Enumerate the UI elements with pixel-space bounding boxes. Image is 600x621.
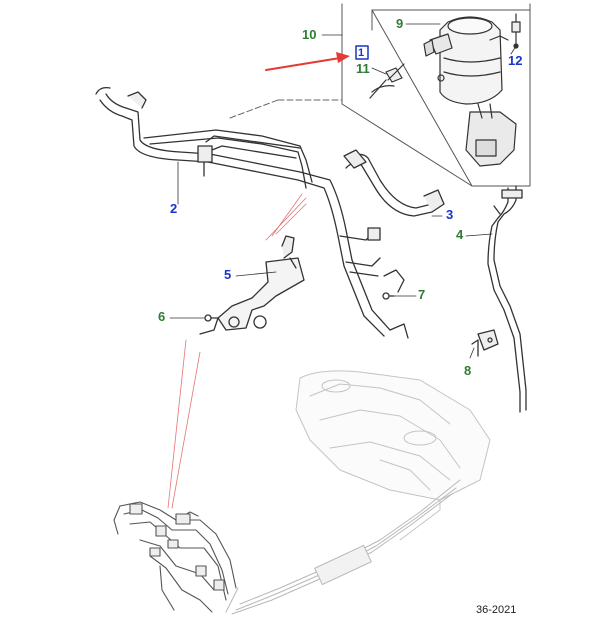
figure-code: 36-2021 [476,604,517,616]
callout-9[interactable]: 9 [396,16,404,31]
part-1-highlight-box [355,45,369,60]
front-line-assembly [113,501,237,613]
callout-10[interactable]: 10 [302,27,317,42]
pointer-arrow [265,52,350,71]
fastener-part-7 [382,292,395,300]
underbody-lines [225,479,461,615]
pipe-part-4 [487,185,527,413]
callout-5[interactable]: 5 [224,267,232,282]
fuel-filter-canister [423,16,509,105]
clip-part-11 [369,67,403,99]
filter-bracket [465,103,517,167]
bracket-part-5 [199,235,305,335]
callout-2[interactable]: 2 [170,201,178,216]
callout-12[interactable]: 12 [508,53,523,68]
fastener-part-6 [204,314,219,322]
clip-part-8 [471,329,499,357]
callout-6[interactable]: 6 [158,309,166,324]
fuel-tank-outline [295,370,491,541]
callout-11[interactable]: 11 [356,61,370,76]
callout-3[interactable]: 3 [446,207,454,222]
fuel-line-bundle [95,86,409,339]
callout-7[interactable]: 7 [418,287,426,302]
callout-1[interactable]: 1 [358,47,365,59]
callout-leaders [169,23,517,359]
callout-4[interactable]: 4 [456,227,464,242]
zoom-leader-lines [167,193,307,509]
callout-8[interactable]: 8 [464,363,472,378]
sensor-part-12 [511,13,521,49]
connector-part-1 [371,63,405,93]
inset-detail-frame [341,3,531,187]
hose-part-3 [343,149,445,217]
